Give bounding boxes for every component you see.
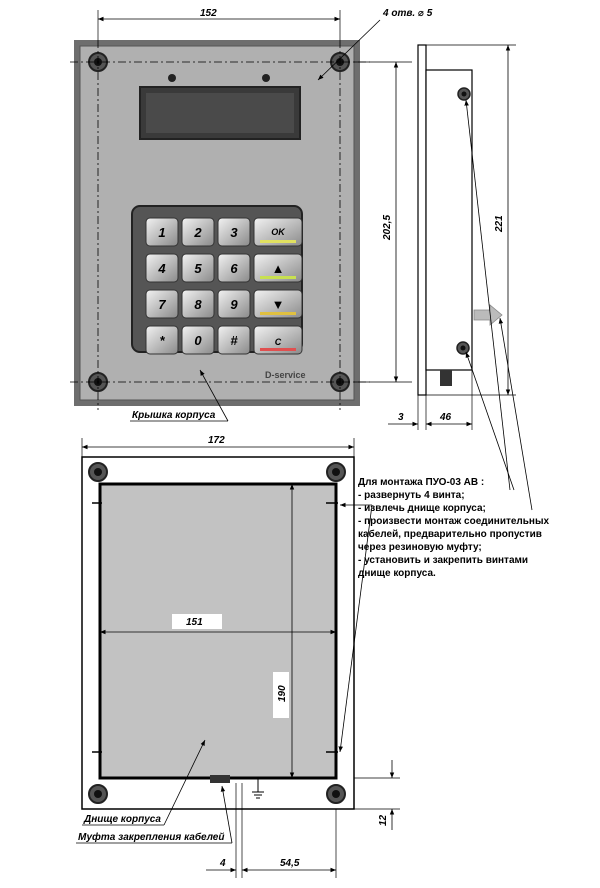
base-width-dim-172: 172 <box>208 435 225 446</box>
keypad-key[interactable]: ▲ <box>253 253 303 283</box>
side-height-dim-221: 221 <box>494 215 505 233</box>
holes-leader <box>317 19 381 81</box>
base-view: 172 151 190 12 4 54,5 Днище корп <box>76 435 400 878</box>
display-window-inner <box>146 93 294 133</box>
instructions-title: Для монтажа ПУО-03 АВ : <box>358 477 485 488</box>
width-dim-152: 152 <box>200 8 217 19</box>
keypad-key-label: ▲ <box>272 261 285 276</box>
keypad-key[interactable]: C <box>253 325 303 355</box>
inner-width-dim-151: 151 <box>186 617 203 628</box>
keypad-key-label: OK <box>271 227 286 237</box>
leader-to-side-arrow <box>498 317 533 511</box>
base-leader <box>163 739 206 826</box>
leader-to-base-bottom-right <box>338 504 373 753</box>
keypad-key[interactable]: 4 <box>145 253 179 283</box>
base-hole-top-left <box>88 462 108 482</box>
leader-to-side-screw-bottom <box>465 351 515 491</box>
key-stripe <box>260 240 296 243</box>
height-dim-2025: 202,5 <box>382 215 393 241</box>
instruction-step-2: - извлечь днище корпуса; <box>358 503 486 514</box>
side-screw-top <box>457 87 471 101</box>
side-depth-dim-46: 46 <box>439 412 452 423</box>
instruction-step-4: - установить и закрепить винтами днище к… <box>358 555 529 579</box>
offset-dim-545: 54,5 <box>280 858 300 869</box>
keypad-key-label: * <box>159 333 165 348</box>
inner-width-label-bg <box>172 614 222 629</box>
side-screw-bottom <box>456 341 470 355</box>
inner-height-dim-190: 190 <box>277 685 288 702</box>
keypad-key-label: 8 <box>194 297 202 312</box>
keypad-key[interactable]: 2 <box>181 217 215 247</box>
keypad-key[interactable]: * <box>145 325 179 355</box>
keypad-key[interactable]: 9 <box>217 289 251 319</box>
cover-leader <box>199 369 229 422</box>
base-hole-top-right <box>326 462 346 482</box>
side-flange <box>417 44 427 396</box>
cover-label: Крышка корпуса <box>132 410 216 421</box>
brand-label: D-service <box>265 370 306 380</box>
base-hole-bottom-right <box>326 784 346 804</box>
inner-height-label-bg <box>273 672 289 718</box>
indicator-right <box>262 74 270 82</box>
coupling-leader <box>220 785 233 844</box>
side-coupling <box>440 370 452 386</box>
key-stripe <box>260 276 296 279</box>
keypad-key[interactable]: ▼ <box>253 289 303 319</box>
keypad-key[interactable]: 0 <box>181 325 215 355</box>
side-depth-dim-3: 3 <box>398 412 404 423</box>
indicator-left <box>168 74 176 82</box>
keypad-key[interactable]: 1 <box>145 217 179 247</box>
keypad-key-label: C <box>275 337 282 347</box>
offset-dim-4: 4 <box>219 858 226 869</box>
instruction-step-3: - произвести монтаж соединительных кабел… <box>358 516 550 553</box>
key-stripe <box>260 348 296 351</box>
keypad-key-label: 9 <box>230 297 238 312</box>
keypad-keys: 1 2 3 OK 4 5 6 ▲ 7 8 9 ▼ * 0 # C <box>145 217 303 355</box>
keypad-key[interactable]: 7 <box>145 289 179 319</box>
leader-to-side-screw-top <box>464 99 511 491</box>
base-hole-bottom-left <box>88 784 108 804</box>
side-gray-arrow <box>473 304 503 326</box>
keypad-key[interactable]: 5 <box>181 253 215 283</box>
mounting-instructions: Для монтажа ПУО-03 АВ : - развернуть 4 в… <box>358 476 558 580</box>
keypad-key-label: ▼ <box>272 297 285 312</box>
keypad-key-label: 5 <box>194 261 202 276</box>
keypad-key[interactable]: # <box>217 325 251 355</box>
front-view: 1 2 3 OK 4 5 6 ▲ 7 8 9 ▼ * 0 # C D-service 152 4 отв. ⌀… <box>70 8 433 422</box>
ground-icon <box>252 778 264 799</box>
keypad-key-label: 0 <box>194 333 202 348</box>
keypad-key-label: 7 <box>158 297 166 312</box>
keypad-key-label: 4 <box>157 261 166 276</box>
keypad-key-label: 1 <box>158 225 165 240</box>
side-view: 221 3 46 <box>388 44 533 511</box>
keypad-key[interactable]: 8 <box>181 289 215 319</box>
keypad-key[interactable]: 3 <box>217 217 251 247</box>
keypad-key-label: 2 <box>193 225 202 240</box>
keypad-key-label: # <box>230 333 238 348</box>
side-body <box>425 69 473 371</box>
base-coupling <box>210 775 230 783</box>
base-inner <box>98 482 338 780</box>
keypad-key-label: 3 <box>230 225 238 240</box>
key-stripe <box>260 312 296 315</box>
keypad-key[interactable]: 6 <box>217 253 251 283</box>
holes-note: 4 отв. ⌀ 5 <box>382 8 433 19</box>
margin-dim-12: 12 <box>378 814 389 826</box>
coupling-label: Муфта закрепления кабелей <box>78 831 224 843</box>
instruction-step-1: - развернуть 4 винта; <box>358 490 465 501</box>
base-label: Днище корпуса <box>83 814 161 825</box>
keypad-key[interactable]: OK <box>253 217 303 247</box>
keypad-key-label: 6 <box>230 261 238 276</box>
